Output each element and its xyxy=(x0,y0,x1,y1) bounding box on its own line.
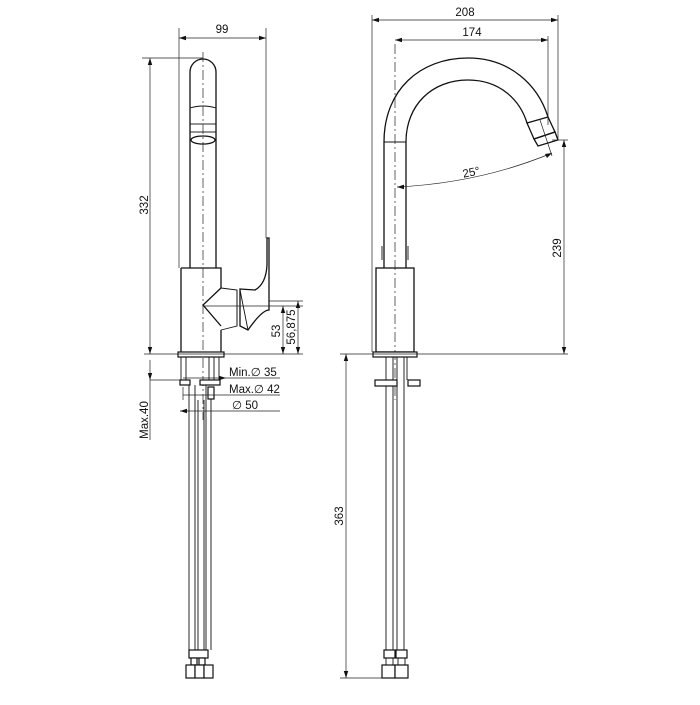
dim-239: 239 xyxy=(552,238,564,257)
dim-174: 174 xyxy=(462,27,482,39)
dim-53: 53 xyxy=(271,325,283,338)
dim-56875: 56,875 xyxy=(286,309,298,344)
dim-min-35: Min.∅ 35 xyxy=(229,367,277,379)
supply-hoses xyxy=(188,385,212,650)
dim-25-deg: 25° xyxy=(462,165,482,180)
dim-99: 99 xyxy=(216,24,229,36)
dim-max-40: Max.40 xyxy=(139,401,151,439)
dim-max-42: Max.∅ 42 xyxy=(229,384,280,396)
mixer-body xyxy=(180,267,222,352)
dim-208: 208 xyxy=(455,7,474,19)
side-view: 99 332 53 56,875 Min.∅ 35 Max.∅ 42 ∅ 50 … xyxy=(139,24,303,679)
front-view: 208 174 25° 239 363 xyxy=(334,7,568,679)
dim-363: 363 xyxy=(334,506,346,525)
dim-dia-50: ∅ 50 xyxy=(232,400,258,412)
gooseneck-spout xyxy=(383,57,549,268)
dim-332: 332 xyxy=(139,195,151,214)
lever-handle xyxy=(239,237,270,331)
